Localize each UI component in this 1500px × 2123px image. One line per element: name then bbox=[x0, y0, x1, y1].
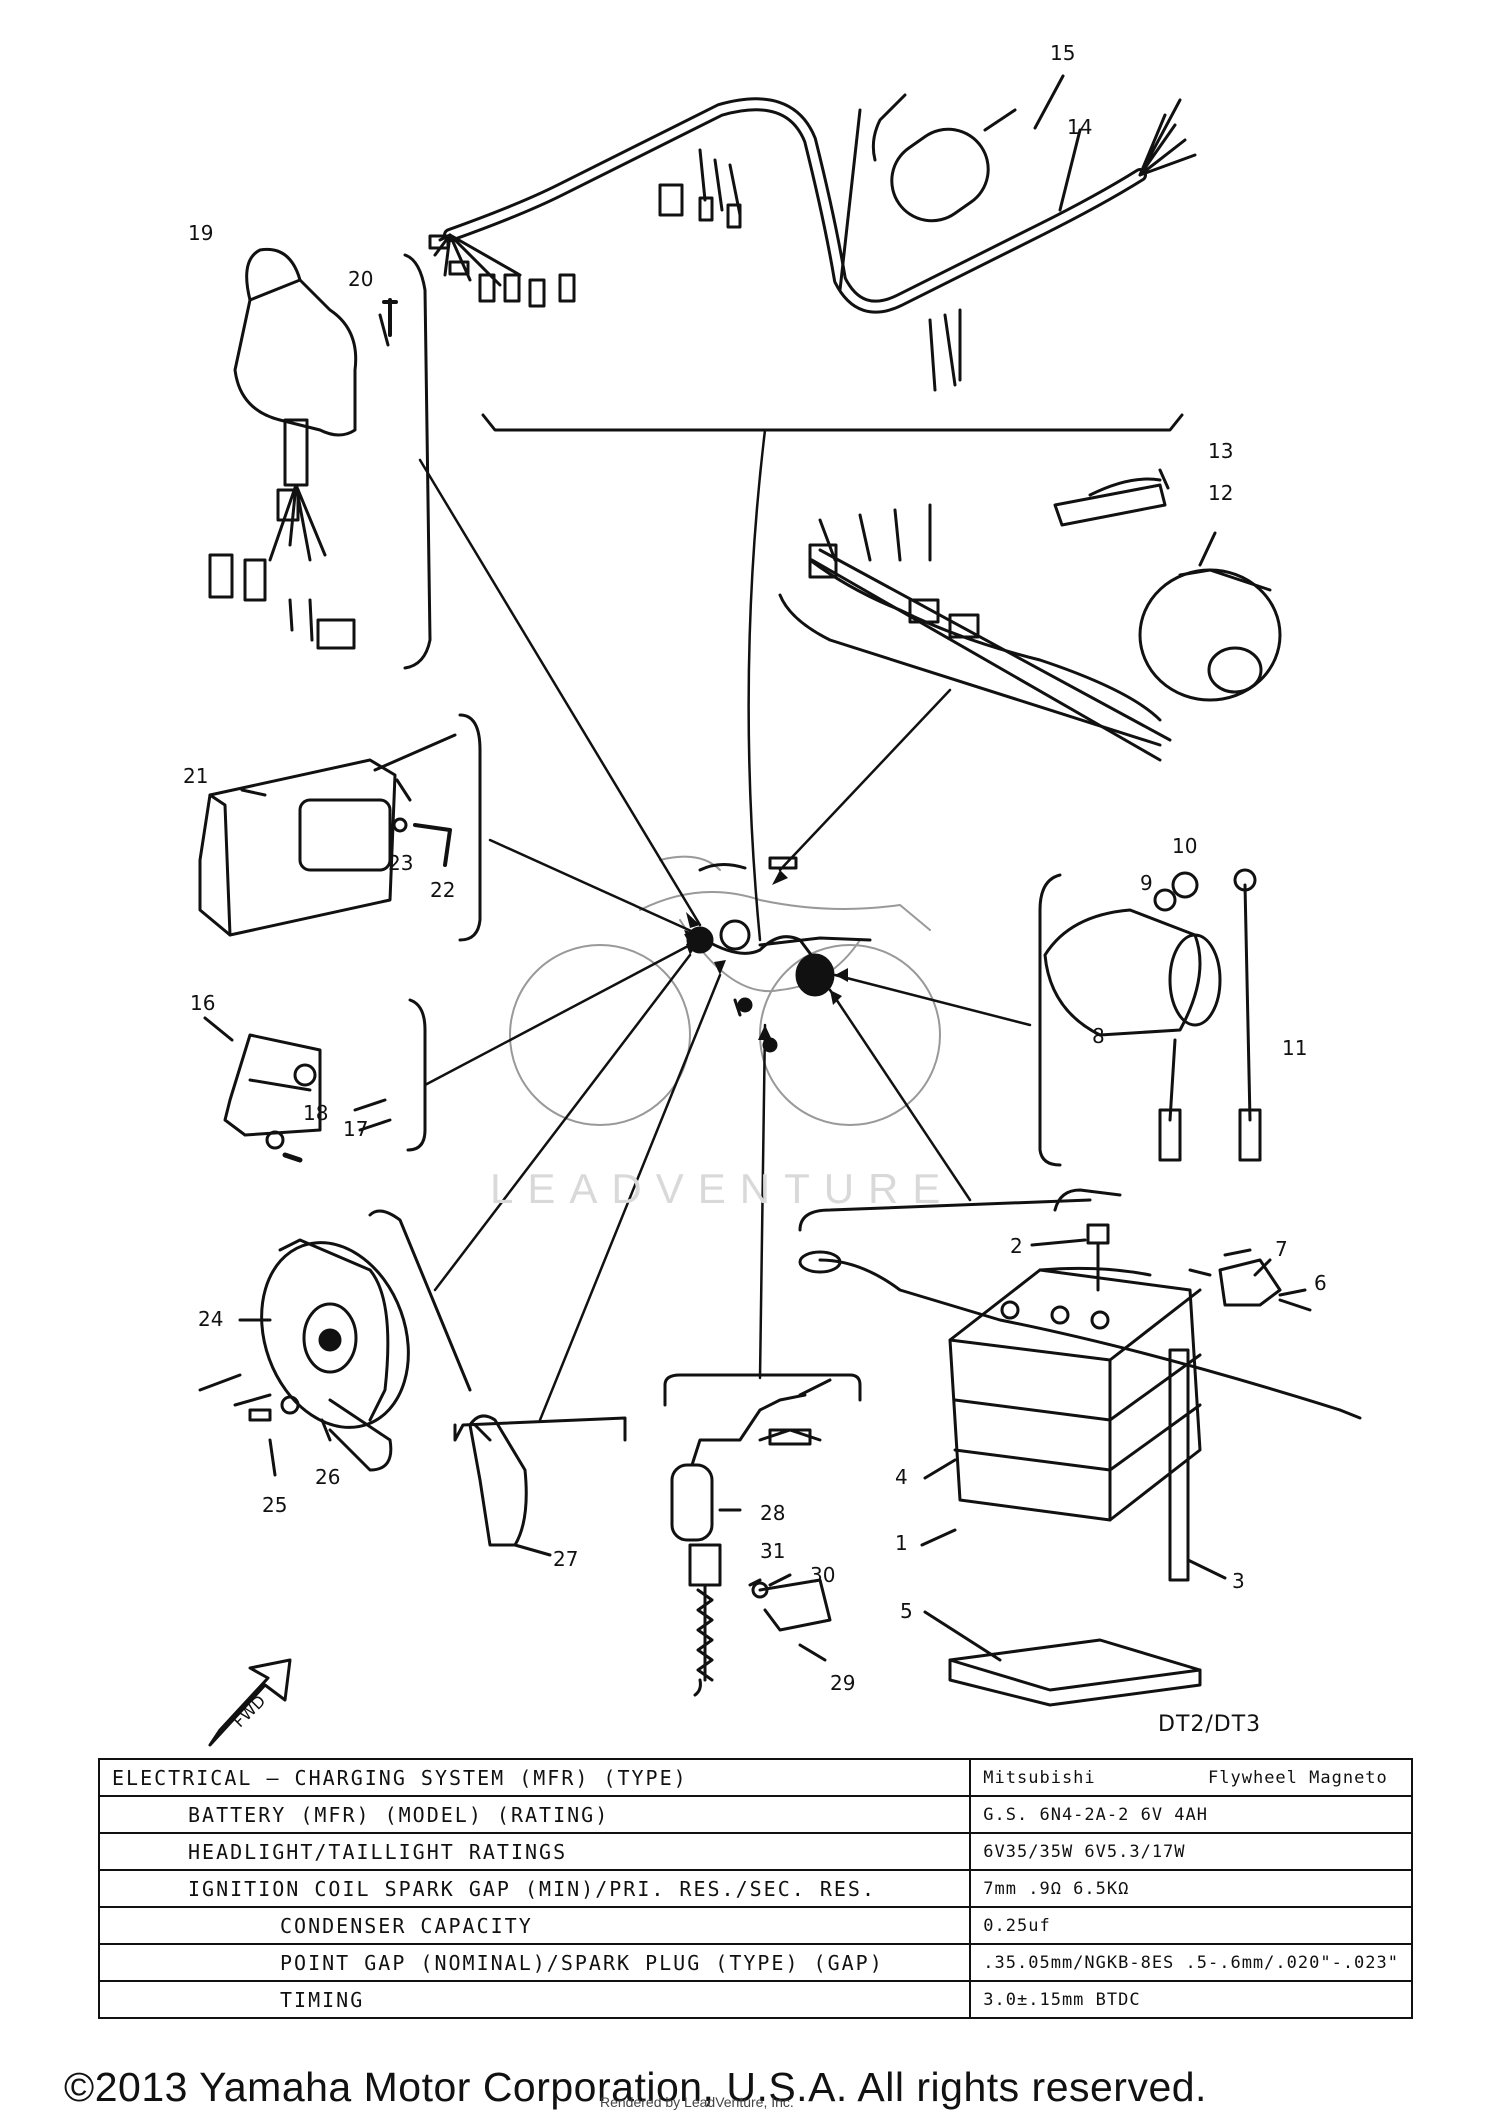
handlebar-switch bbox=[778, 468, 1282, 762]
callout-19: 19 bbox=[188, 221, 213, 245]
regulator bbox=[198, 713, 482, 942]
spec-title: ELECTRICAL – CHARGING SYSTEM (MFR) (TYPE… bbox=[97, 1758, 972, 1797]
callout-6: 6 bbox=[1314, 1271, 1327, 1295]
model-label: DT2/DT3 bbox=[1158, 1712, 1262, 1737]
callout-9: 9 bbox=[1140, 871, 1153, 895]
callout-2: 2 bbox=[1010, 1234, 1023, 1258]
spec-title-value: Mitsubishi Flywheel Magneto bbox=[969, 1758, 1413, 1797]
spec-value: 3.0±.15mm BTDC bbox=[969, 1980, 1413, 2019]
callout-13: 13 bbox=[1208, 439, 1233, 463]
spec-value: 7mm .9Ω 6.5KΩ bbox=[969, 1869, 1413, 1908]
callout-labels: 1 2 3 4 5 6 7 8 9 10 11 12 13 14 15 16 1… bbox=[183, 41, 1327, 1731]
watermark: LEADVENTURE bbox=[490, 1165, 955, 1212]
callout-30: 30 bbox=[810, 1563, 835, 1587]
spec-row: HEADLIGHT/TAILLIGHT RATINGS 6V35/35W 6V5… bbox=[97, 1832, 1413, 1871]
callout-10: 10 bbox=[1172, 834, 1197, 858]
charging-type: Flywheel Magneto bbox=[1208, 1767, 1388, 1788]
callout-18: 18 bbox=[303, 1101, 328, 1125]
callout-3: 3 bbox=[1232, 1569, 1245, 1593]
spec-label: BATTERY (MFR) (MODEL) (RATING) bbox=[97, 1795, 972, 1834]
callout-26: 26 bbox=[315, 1465, 340, 1489]
callout-7: 7 bbox=[1275, 1237, 1288, 1261]
spec-label: HEADLIGHT/TAILLIGHT RATINGS bbox=[97, 1832, 972, 1871]
callout-27: 27 bbox=[553, 1547, 578, 1571]
starter-motor bbox=[1038, 868, 1262, 1167]
callout-20: 20 bbox=[348, 267, 373, 291]
battery-assembly bbox=[798, 1188, 1362, 1707]
render-credit: Rendered by LeadVenture, Inc. bbox=[600, 2094, 794, 2110]
callout-25: 25 bbox=[262, 1493, 287, 1517]
spec-label: TIMING bbox=[97, 1980, 972, 2019]
callout-4: 4 bbox=[895, 1465, 908, 1489]
leader-lines bbox=[418, 428, 1032, 1422]
spec-row: TIMING 3.0±.15mm BTDC bbox=[97, 1980, 1413, 2019]
callout-24: 24 bbox=[198, 1307, 223, 1331]
callout-14: 14 bbox=[1067, 115, 1092, 139]
spec-row-title: ELECTRICAL – CHARGING SYSTEM (MFR) (TYPE… bbox=[97, 1758, 1413, 1797]
spec-label: CONDENSER CAPACITY bbox=[97, 1906, 972, 1945]
spec-row: IGNITION COIL SPARK GAP (MIN)/PRI. RES./… bbox=[97, 1869, 1413, 1908]
parts-diagram: 1 2 3 4 5 6 7 8 9 10 11 12 13 14 15 16 1… bbox=[183, 41, 1362, 1747]
spec-table: ELECTRICAL – CHARGING SYSTEM (MFR) (TYPE… bbox=[97, 1758, 1413, 2019]
neutral-switch-group bbox=[663, 1373, 862, 1697]
spec-row: CONDENSER CAPACITY 0.25uf bbox=[97, 1906, 1413, 1945]
spec-label: IGNITION COIL SPARK GAP (MIN)/PRI. RES./… bbox=[97, 1869, 972, 1908]
spec-row: POINT GAP (NOMINAL)/SPARK PLUG (TYPE) (G… bbox=[97, 1943, 1413, 1982]
spec-value: G.S. 6N4-2A-2 6V 4AH bbox=[969, 1795, 1413, 1834]
flasher-relay bbox=[203, 998, 427, 1163]
callout-5: 5 bbox=[900, 1599, 913, 1623]
arrowheads bbox=[684, 870, 848, 1040]
wire-harness bbox=[428, 74, 1197, 432]
spec-value: 6V35/35W 6V5.3/17W bbox=[969, 1832, 1413, 1871]
copyright-notice: ©2013 Yamaha Motor Corporation, U.S.A. A… bbox=[64, 2064, 1207, 2110]
switch-housing bbox=[208, 247, 432, 670]
central-hub bbox=[686, 856, 872, 1053]
callout-23: 23 bbox=[388, 851, 413, 875]
spec-value: 0.25uf bbox=[969, 1906, 1413, 1945]
callout-1: 1 bbox=[895, 1531, 908, 1555]
callout-31: 31 bbox=[760, 1539, 785, 1563]
spec-label: POINT GAP (NOMINAL)/SPARK PLUG (TYPE) (G… bbox=[97, 1943, 972, 1982]
horn bbox=[198, 1209, 472, 1477]
fwd-arrow-icon bbox=[208, 1658, 292, 1747]
spec-value: .35.05mm/NGKB-8ES .5-.6mm/.020"-.023" bbox=[969, 1943, 1413, 1982]
spec-row: BATTERY (MFR) (MODEL) (RATING) G.S. 6N4-… bbox=[97, 1795, 1413, 1834]
motorcycle-silhouette bbox=[509, 855, 941, 1126]
callout-28: 28 bbox=[760, 1501, 785, 1525]
callout-15: 15 bbox=[1050, 41, 1075, 65]
callout-29: 29 bbox=[830, 1671, 855, 1695]
callout-8: 8 bbox=[1092, 1024, 1105, 1048]
callout-16: 16 bbox=[190, 991, 215, 1015]
spark-plug-cap bbox=[453, 1414, 627, 1557]
callout-12: 12 bbox=[1208, 481, 1233, 505]
callout-11: 11 bbox=[1282, 1036, 1307, 1060]
charging-mfr: Mitsubishi bbox=[983, 1767, 1096, 1788]
callout-22: 22 bbox=[430, 878, 455, 902]
callout-21: 21 bbox=[183, 764, 208, 788]
callout-17: 17 bbox=[343, 1117, 368, 1141]
fwd-label: FWD bbox=[229, 1691, 269, 1731]
